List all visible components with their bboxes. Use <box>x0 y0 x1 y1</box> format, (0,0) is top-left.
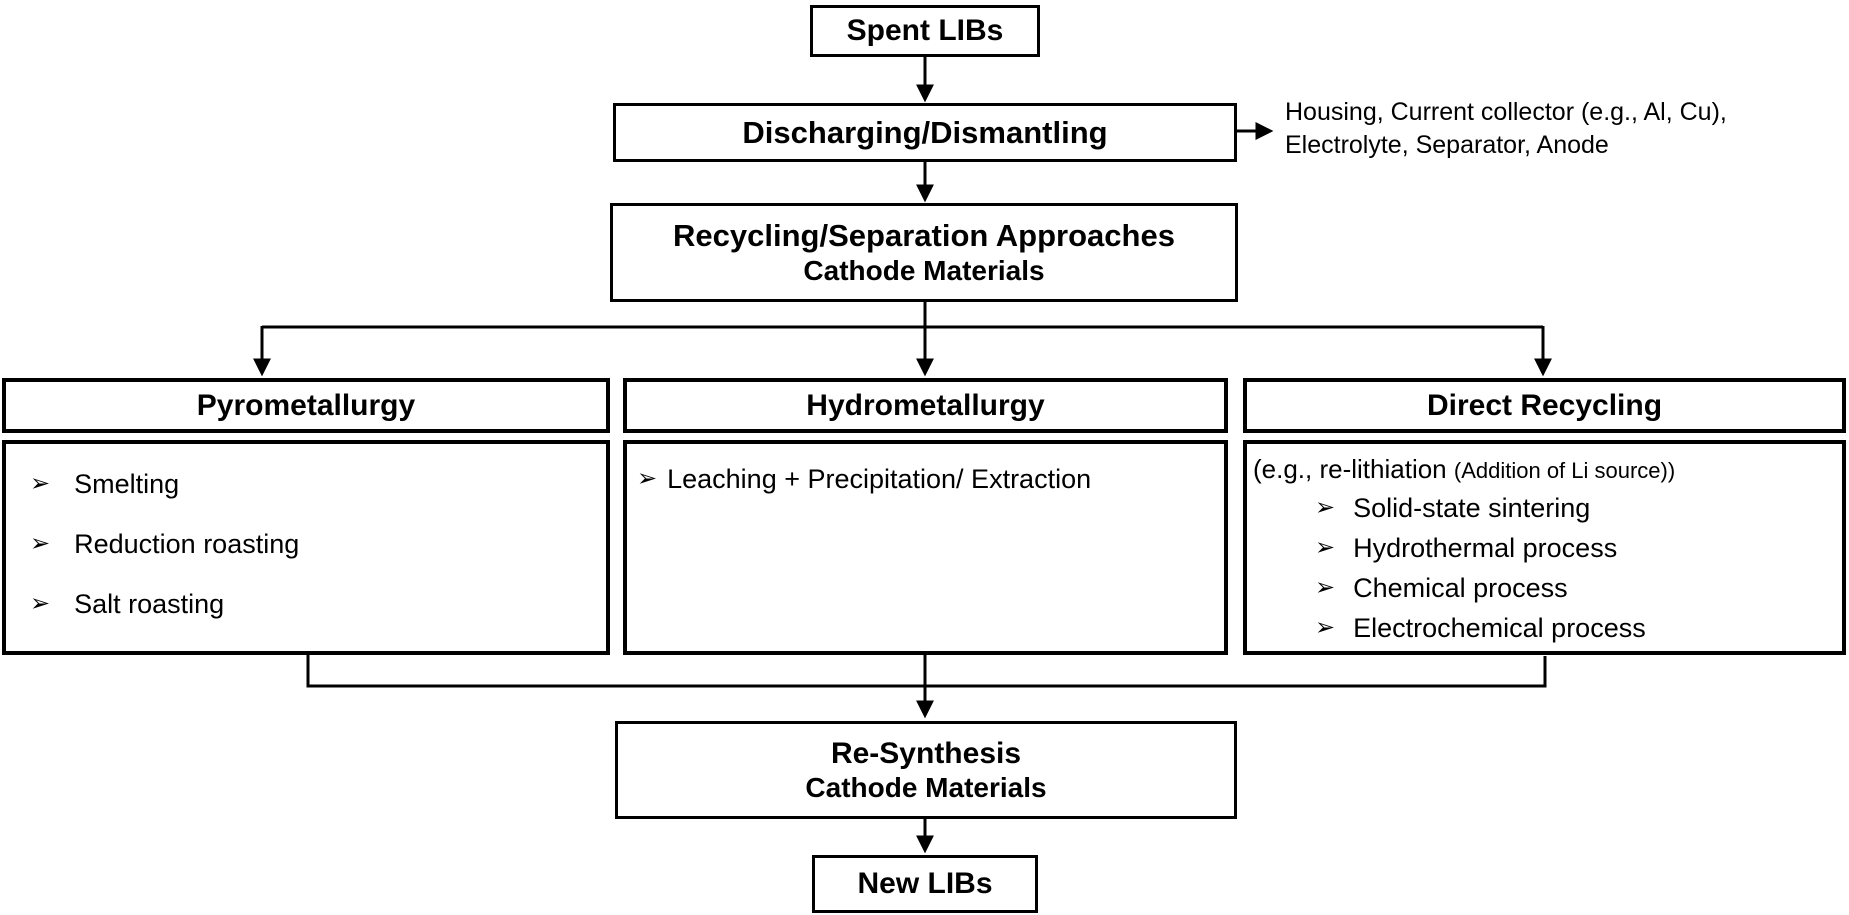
pyrometallurgy-detail-box: ➢ Smelting ➢ Reduction roasting ➢ Salt r… <box>2 440 610 655</box>
arrowhead-bullet-icon: ➢ <box>1315 534 1336 561</box>
list-item: ➢ Leaching + Precipitation/ Extraction <box>637 458 1224 500</box>
node-subtitle: Cathode Materials <box>805 772 1047 804</box>
direct-recycling-items: ➢ Solid-state sintering ➢ Hydrothermal p… <box>1315 488 1842 648</box>
list-item: ➢ Solid-state sintering <box>1315 488 1842 528</box>
flow-node-discharging-dismantling: Discharging/Dismantling <box>613 103 1237 162</box>
direct-recycling-detail-box: (e.g., re-lithiation (Addition of Li sou… <box>1243 440 1846 655</box>
node-label: Pyrometallurgy <box>196 388 416 422</box>
list-item-label: Chemical process <box>1353 572 1568 603</box>
node-label: Hydrometallurgy <box>806 388 1045 422</box>
flow-node-new-libs: New LIBs <box>812 855 1038 913</box>
list-item-label: Reduction roasting <box>74 528 300 559</box>
relithiation-note: (e.g., re-lithiation (Addition of Li sou… <box>1253 452 1842 488</box>
list-item: ➢ Hydrothermal process <box>1315 528 1842 568</box>
flow-node-spent-libs: Spent LIBs <box>810 5 1040 57</box>
byproducts-note: Housing, Current collector (e.g., Al, Cu… <box>1285 96 1727 162</box>
list-item-label: Smelting <box>74 468 180 499</box>
byproducts-note-line1: Housing, Current collector (e.g., Al, Cu… <box>1285 98 1727 126</box>
byproducts-note-line2: Electrolyte, Separator, Anode <box>1285 131 1609 159</box>
list-item: ➢ Reduction roasting <box>30 514 606 574</box>
flow-node-recycling-separation: Recycling/Separation Approaches Cathode … <box>610 203 1238 302</box>
relithiation-note-main: (e.g., re-lithiation <box>1253 454 1454 484</box>
relithiation-note-small: (Addition of Li source)) <box>1453 458 1676 483</box>
list-item-label: Solid-state sintering <box>1353 492 1591 523</box>
node-label: Direct Recycling <box>1426 388 1663 422</box>
list-item: ➢ Salt roasting <box>30 574 606 634</box>
node-title: Re-Synthesis <box>830 736 1022 770</box>
arrowhead-bullet-icon: ➢ <box>637 465 658 492</box>
flow-node-hydrometallurgy-header: Hydrometallurgy <box>623 378 1228 433</box>
flow-node-direct-recycling-header: Direct Recycling <box>1243 378 1846 433</box>
hydrometallurgy-detail-box: ➢ Leaching + Precipitation/ Extraction <box>623 440 1228 655</box>
node-subtitle: Cathode Materials <box>803 255 1045 287</box>
list-item-label: Electrochemical process <box>1353 612 1646 643</box>
flow-node-pyrometallurgy-header: Pyrometallurgy <box>2 378 610 433</box>
list-item: ➢ Electrochemical process <box>1315 608 1842 648</box>
arrowhead-bullet-icon: ➢ <box>30 470 51 497</box>
list-item-label: Leaching + Precipitation/ Extraction <box>667 463 1092 494</box>
flow-node-resynthesis: Re-Synthesis Cathode Materials <box>615 721 1237 819</box>
arrowhead-bullet-icon: ➢ <box>30 530 51 557</box>
node-title: Recycling/Separation Approaches <box>673 217 1175 253</box>
list-item: ➢ Smelting <box>30 454 606 514</box>
arrowhead-bullet-icon: ➢ <box>1315 494 1336 521</box>
node-label: Discharging/Dismantling <box>742 114 1108 150</box>
list-item: ➢ Chemical process <box>1315 568 1842 608</box>
arrowhead-bullet-icon: ➢ <box>1315 614 1336 641</box>
list-item-label: Hydrothermal process <box>1353 532 1618 563</box>
node-label: New LIBs <box>857 867 993 900</box>
list-item-label: Salt roasting <box>74 588 225 619</box>
node-label: Spent LIBs <box>846 14 1004 47</box>
arrowhead-bullet-icon: ➢ <box>1315 574 1336 601</box>
arrowhead-bullet-icon: ➢ <box>30 590 51 617</box>
